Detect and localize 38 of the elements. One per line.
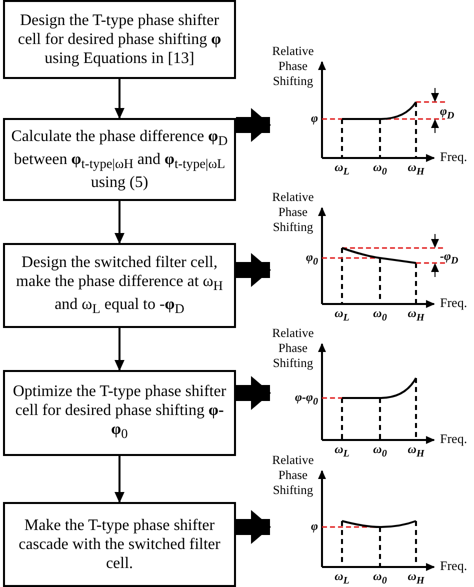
tick-label: ω$_{L}$: [334, 442, 350, 462]
axis-label: Relative Phase Shifting: [271, 190, 315, 235]
level-label: φ: [310, 111, 318, 125]
process-box: Design the T-type phase shifter cell for desired phase shifting φ using Equations in [13]: [3, 0, 236, 79]
process-box: Calculate the phase difference φ$_{D}$ between φ$_{t-type|ωH}$ and φ$_{t-type|ωL}$ using (5): [3, 118, 236, 201]
tick-label: ω$_{0}$: [372, 306, 388, 326]
tick-label: ω$_{H}$: [406, 569, 426, 587]
tick-label: ω$_{L}$: [334, 569, 350, 587]
block-arrow: [236, 376, 271, 410]
tick-label: ω$_{H}$: [406, 306, 426, 326]
arrow: [114, 79, 124, 119]
tick-label: ω$_{0}$: [372, 569, 388, 587]
tick-label: ω$_{L}$: [334, 306, 350, 326]
axis-label: Relative Phase Shifting: [271, 326, 315, 371]
tick-label: ω$_{H}$: [406, 160, 426, 180]
axis-label: Freq.: [440, 559, 468, 573]
process-box: Optimize the T-type phase shifter cell for desired phase shifting φ-φ$_{0}$: [3, 370, 236, 456]
process-box: Design the switched filter cell, make the phase difference at ω$_{H}$ and ω$_{L}$ equal to -φ$_{D}$: [3, 243, 236, 328]
axis-label: Relative Phase Shifting: [271, 44, 315, 89]
tick-label: ω$_{H}$: [406, 442, 426, 462]
tick-label: ω$_{0}$: [372, 442, 388, 462]
level-label: φ-φ$_{0}$: [294, 390, 318, 410]
level-label: φ$_{0}$: [306, 250, 318, 270]
tick-label: ω$_{0}$: [372, 160, 388, 180]
axis-label: Freq.: [440, 432, 468, 446]
block-arrow: [236, 253, 271, 287]
level-label: φ: [310, 519, 318, 533]
block-arrow: [236, 510, 271, 544]
axis-label: Relative Phase Shifting: [271, 453, 315, 498]
dimension-label: -φ$_{D}$: [440, 248, 458, 268]
tick-label: ω$_{L}$: [334, 160, 350, 180]
process-box: Make the T-type phase shifter cascade with the switched filter cell.: [3, 502, 236, 587]
arrow: [114, 328, 124, 371]
dimension-label: φ$_{D}$: [440, 104, 454, 123]
arrow: [114, 201, 124, 244]
arrow: [114, 456, 124, 503]
axis-label: Freq.: [440, 296, 468, 310]
axis-label: Freq.: [440, 150, 468, 164]
